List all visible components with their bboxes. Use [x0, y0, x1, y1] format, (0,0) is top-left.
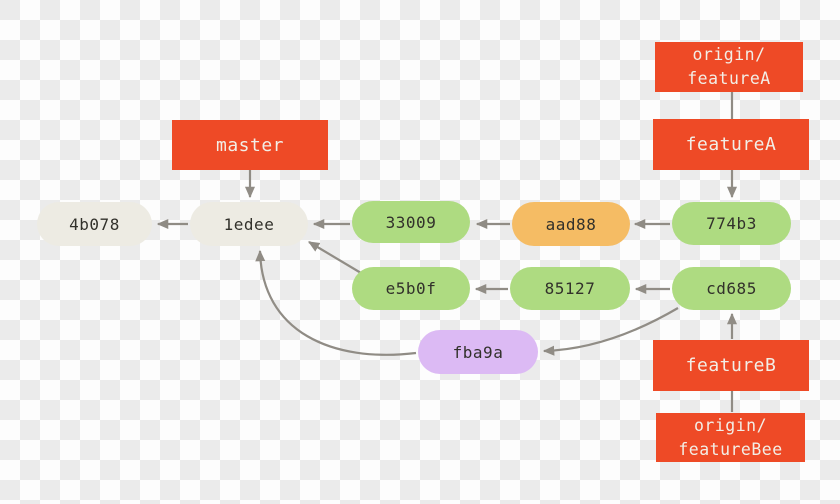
- commit-node-fba9a: fba9a: [418, 330, 538, 374]
- commit-node-85127: 85127: [510, 267, 630, 310]
- commit-node-33009: 33009: [352, 201, 470, 243]
- commit-node-cd685: cd685: [672, 267, 791, 310]
- commit-node-774b3: 774b3: [672, 202, 791, 245]
- commit-node-e5b0f: e5b0f: [352, 267, 470, 310]
- commit-node-1edee: 1edee: [190, 202, 308, 246]
- commit-node-4b078: 4b078: [37, 202, 152, 246]
- edge-cd685-fba9a: [542, 307, 679, 356]
- branch-label-origin-featureA: origin/ featureA: [655, 42, 803, 92]
- branch-label-featureB: featureB: [653, 340, 809, 391]
- branch-label-origin-featureBee: origin/ featureBee: [656, 413, 805, 462]
- edge-e5b0f-1edee: [308, 241, 362, 274]
- commit-node-aad88: aad88: [512, 202, 630, 246]
- branch-label-master: master: [172, 120, 328, 170]
- branch-label-featureA: featureA: [653, 119, 809, 170]
- edge-fba9a-1edee: [255, 249, 417, 356]
